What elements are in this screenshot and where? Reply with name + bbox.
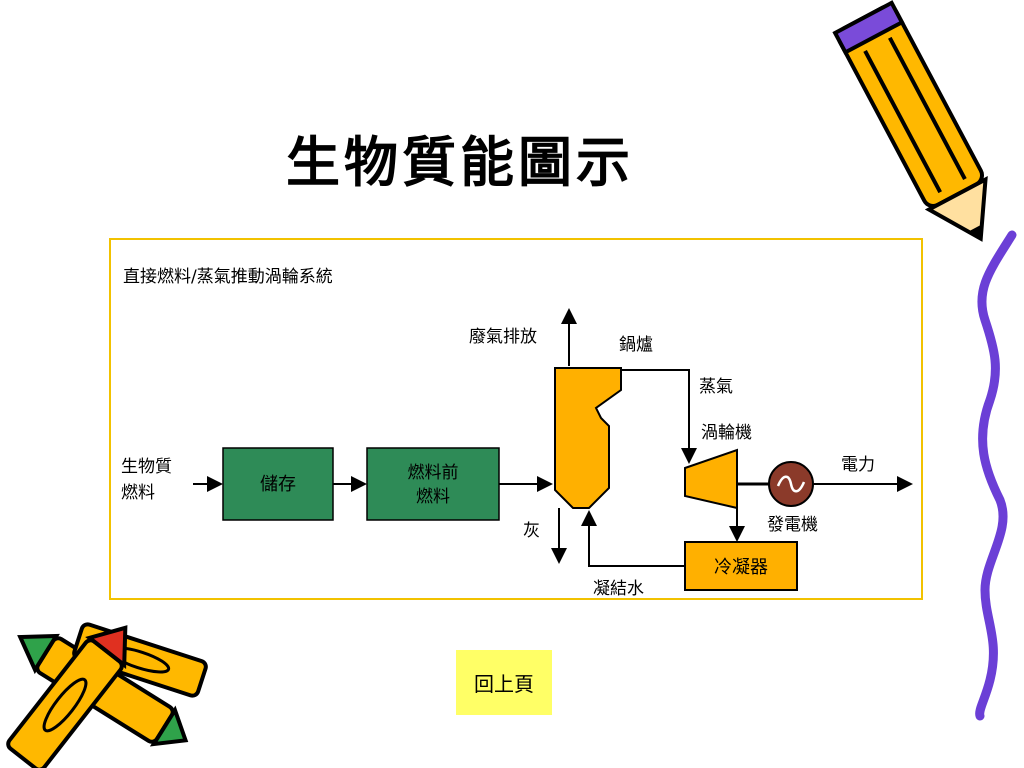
turbine-shape bbox=[684, 448, 738, 510]
exhaust-label: 廢氣排放 bbox=[469, 327, 537, 347]
steam-label: 蒸氣 bbox=[699, 377, 733, 397]
boiler-shape bbox=[554, 367, 622, 509]
diagram-heading: 直接燃料/蒸氣推動渦輪系統 bbox=[123, 267, 333, 287]
condensate-label: 凝結水 bbox=[593, 579, 644, 599]
page-title: 生物質能圖示 bbox=[286, 131, 634, 194]
boiler-label: 鍋爐 bbox=[619, 335, 653, 355]
biomass-fuel-label-line2: 燃料 bbox=[121, 483, 155, 503]
condenser-label: 冷凝器 bbox=[714, 557, 768, 578]
condenser-box bbox=[684, 541, 798, 591]
generator-icon bbox=[768, 461, 814, 507]
turbine-label: 渦輪機 bbox=[701, 423, 752, 443]
diagram-frame: 直接燃料/蒸氣推動渦輪系統 生物質 燃料 儲存 燃料前 燃料 鍋爐 廢氣排放 灰… bbox=[109, 238, 923, 600]
back-button[interactable]: 回上頁 bbox=[456, 650, 552, 715]
generator-label: 發電機 bbox=[767, 515, 818, 535]
arrow-condensate bbox=[581, 510, 685, 567]
ash-label: 灰 bbox=[523, 521, 540, 541]
arrow-steam bbox=[621, 369, 697, 464]
biomass-flow-diagram: 直接燃料/蒸氣推動渦輪系統 生物質 燃料 儲存 燃料前 燃料 鍋爐 廢氣排放 灰… bbox=[121, 267, 913, 599]
prefuel-label-line1: 燃料前 bbox=[408, 463, 459, 483]
storage-box bbox=[222, 447, 334, 521]
prefuel-label-line2: 燃料 bbox=[416, 487, 450, 507]
storage-label: 儲存 bbox=[260, 474, 296, 495]
prefuel-box bbox=[366, 447, 500, 521]
biomass-fuel-label-line1: 生物質 bbox=[121, 457, 172, 477]
electricity-label: 電力 bbox=[841, 455, 875, 475]
